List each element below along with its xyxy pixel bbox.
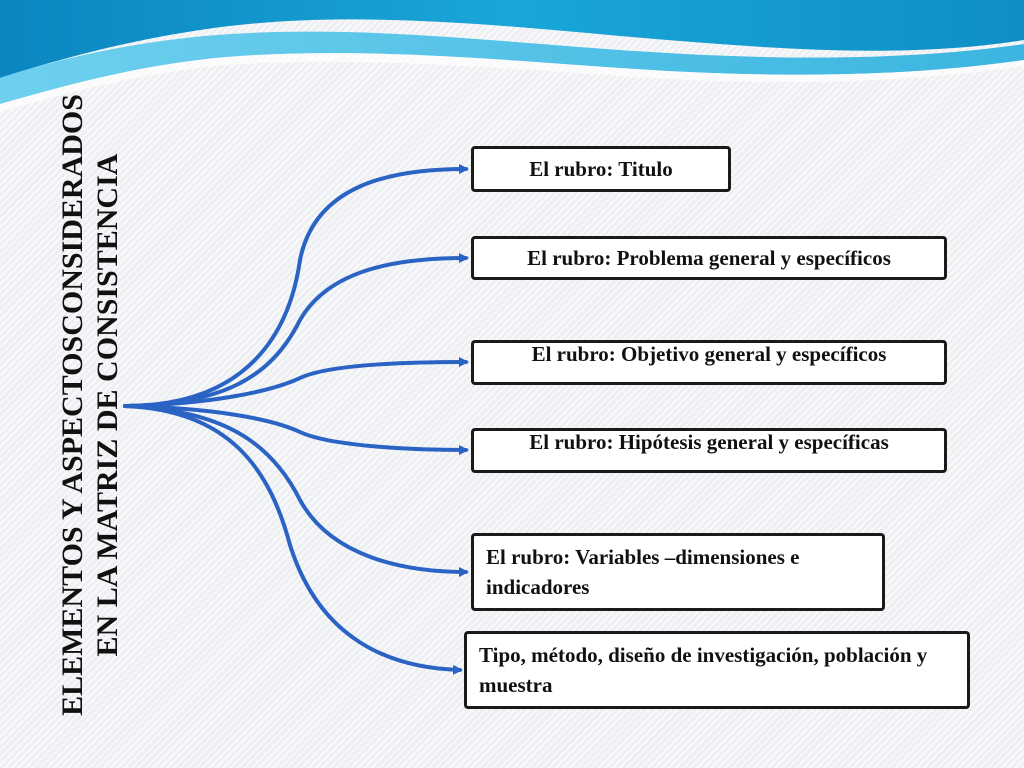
box-titulo: El rubro: Titulo — [471, 146, 731, 192]
title-line-1: ELEMENTOS Y ASPECTOSCONSIDERADOS — [56, 94, 89, 716]
box-label: Tipo, método, diseño de investigación, p… — [479, 643, 928, 697]
box-variables: El rubro: Variables –dimensiones e indic… — [471, 533, 885, 611]
arrow-to-box-1 — [123, 164, 469, 408]
header-wave-decoration — [0, 0, 1024, 112]
wave-band-dark — [0, 0, 1024, 78]
box-label: El rubro: Problema general y específicos — [527, 246, 891, 270]
box-label: El rubro: Objetivo general y específicos — [531, 342, 887, 366]
box-label: El rubro: Titulo — [529, 157, 673, 181]
box-tipo-metodo: Tipo, método, diseño de investigación, p… — [464, 631, 970, 709]
box-hipotesis: El rubro: Hipótesis general y específica… — [471, 428, 947, 473]
arrow-to-box-6 — [123, 404, 463, 675]
wave-band-light — [0, 31, 1024, 105]
arrow-to-box-2 — [123, 253, 469, 408]
box-label: El rubro: Variables –dimensiones e indic… — [486, 545, 800, 599]
box-objetivo: El rubro: Objetivo general y específicos — [471, 340, 947, 385]
arrow-to-box-4 — [123, 404, 469, 455]
wave-highlight — [0, 53, 1024, 112]
arrow-to-box-5 — [123, 404, 469, 577]
slide-title-vertical: ELEMENTOS Y ASPECTOSCONSIDERADOS EN LA M… — [55, 65, 125, 745]
arrow-to-box-3 — [123, 357, 469, 408]
box-problema: El rubro: Problema general y específicos — [471, 236, 947, 280]
title-line-2: EN LA MATRIZ DE CONSISTENCIA — [91, 153, 124, 657]
box-label: El rubro: Hipótesis general y específica… — [529, 430, 889, 454]
